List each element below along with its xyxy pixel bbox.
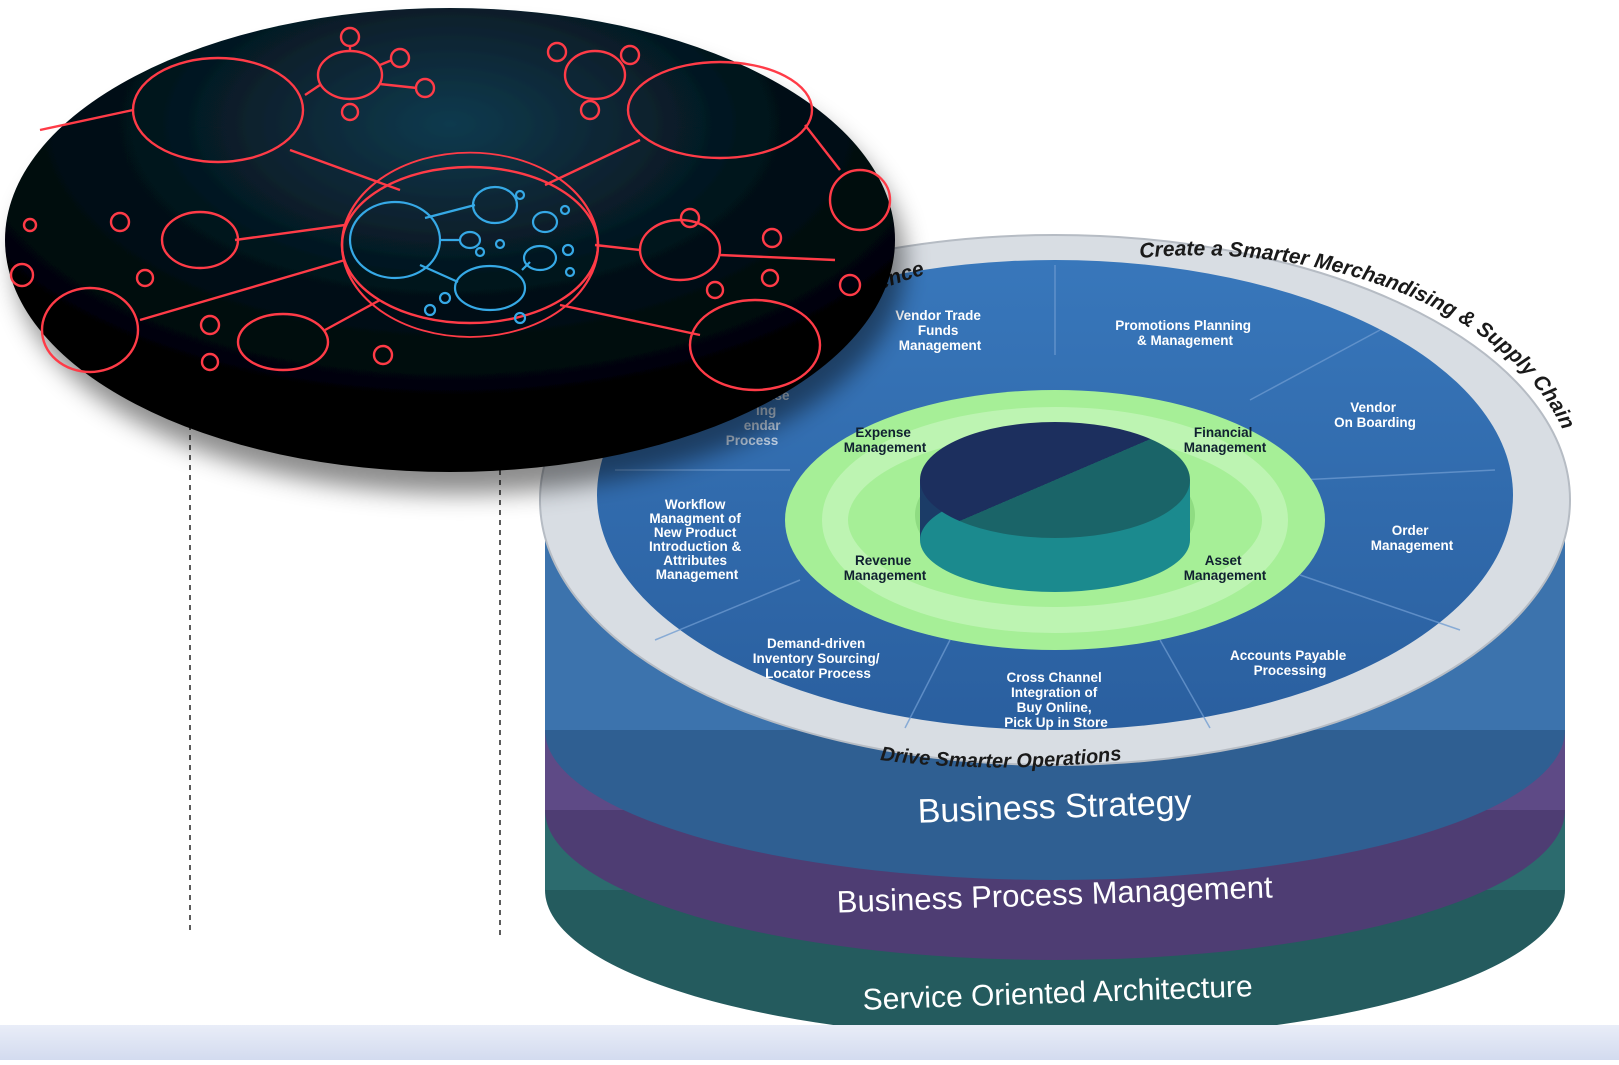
inner-label-asset: Asset Management <box>1184 553 1267 583</box>
inner-label-revenue: Revenue Management <box>844 553 927 583</box>
segment-vendor-onboarding: Vendor On Boarding <box>1334 400 1416 430</box>
inner-ring-highlight <box>822 407 1288 633</box>
inner-label-financial: Financial Management <box>1184 425 1267 455</box>
segment-accounts-payable: Accounts Payable Processing <box>1230 648 1350 678</box>
inner-label-expense: Expense Management <box>844 425 927 455</box>
segment-cross-channel: Cross Channel Integration of Buy Online,… <box>1004 670 1108 730</box>
segment-demand-driven: Demand-driven Inventory Sourcing/ Locato… <box>753 636 884 681</box>
segment-dividers <box>615 265 1496 729</box>
segment-vendor-trade-funds: Vendor Trade Funds Management <box>895 308 984 353</box>
segment-order-management: Order Management <box>1371 523 1454 553</box>
segment-promotions-planning: Promotions Planning & Management <box>1115 318 1255 348</box>
segment-workflow: Workflow Managment of New Product Introd… <box>649 497 745 582</box>
bottom-band <box>0 1025 1619 1060</box>
network-disc <box>5 8 895 472</box>
hub-cylinder <box>920 422 1190 592</box>
network-red-nodes <box>9 26 892 392</box>
network-blue-nodes <box>348 185 576 325</box>
